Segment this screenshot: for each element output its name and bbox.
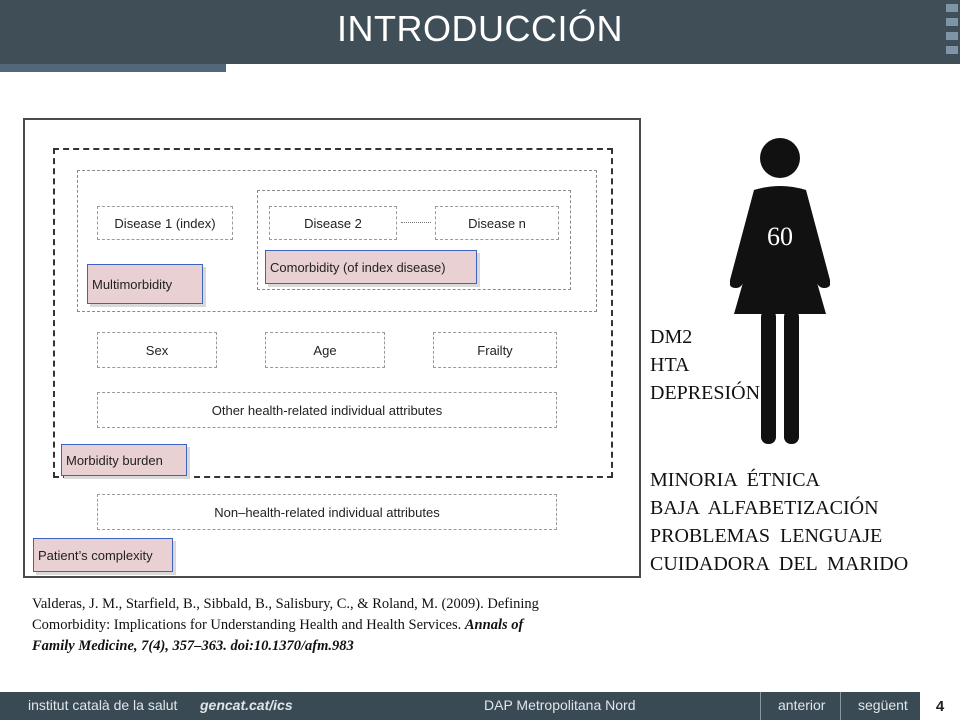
citation-line-3: Family Medicine, 7(4), 357–363. doi:10.1… bbox=[32, 638, 354, 654]
condition-item: HTA bbox=[650, 354, 690, 376]
other-attributes-cell: Other health-related individual attribut… bbox=[97, 392, 557, 428]
header-accent-bar bbox=[0, 64, 226, 72]
condition-item: DEPRESIÓN bbox=[650, 382, 761, 404]
citation-line-2: Comorbidity: Implications for Understand… bbox=[32, 615, 712, 636]
footer-center: DAP Metropolitana Nord bbox=[484, 697, 636, 713]
woman-icon bbox=[730, 138, 830, 444]
morbidity-burden-box bbox=[53, 148, 613, 478]
footer-site-link[interactable]: gencat.cat/ics bbox=[200, 697, 293, 713]
age-cell: Age bbox=[265, 332, 385, 368]
multimorbidity-box bbox=[77, 170, 597, 312]
patient-complexity-label: Patient’s complexity bbox=[33, 538, 173, 572]
multimorbidity-label: Multimorbidity bbox=[87, 264, 203, 304]
citation-journal: Annals of bbox=[464, 617, 524, 633]
social-factor-item: BAJA ALFABETIZACIÓN bbox=[650, 497, 879, 519]
comorbidity-label: Comorbidity (of index disease) bbox=[265, 250, 477, 284]
morbidity-burden-label: Morbidity burden bbox=[61, 444, 187, 476]
page-title: INTRODUCCIÓN bbox=[337, 8, 623, 49]
condition-item: DM2 bbox=[650, 326, 693, 348]
disease-index-cell: Disease 1 (index) bbox=[97, 206, 233, 240]
non-health-attributes-cell: Non–health-related individual attributes bbox=[97, 494, 557, 530]
frailty-cell: Frailty bbox=[433, 332, 557, 368]
citation-line-1: Valderas, J. M., Starfield, B., Sibbald,… bbox=[32, 596, 539, 612]
footer-divider bbox=[760, 692, 761, 720]
disease-n-cell: Disease n bbox=[435, 206, 559, 240]
citation-line-2-text: Comorbidity: Implications for Understand… bbox=[32, 617, 465, 633]
page-number: 4 bbox=[920, 692, 960, 720]
patient-age: 60 bbox=[767, 222, 793, 251]
social-factor-item: PROBLEMAS LENGUAJE bbox=[650, 525, 883, 547]
social-factor-item: CUIDADORA DEL MARIDO bbox=[650, 553, 909, 575]
comorbidity-diagram: Disease 1 (index) Disease 2 Disease n Co… bbox=[23, 118, 641, 578]
header-decoration bbox=[944, 0, 960, 64]
footer-institute: institut català de la salut bbox=[28, 697, 178, 713]
social-factor-item: MINORIA ÉTNICA bbox=[650, 469, 820, 491]
citation: Valderas, J. M., Starfield, B., Sibbald,… bbox=[32, 594, 712, 657]
footer-divider bbox=[840, 692, 841, 720]
patient-social-factors: MINORIA ÉTNICA BAJA ALFABETIZACIÓN PROBL… bbox=[650, 466, 908, 578]
disease-2-cell: Disease 2 bbox=[269, 206, 397, 240]
header-bar: INTRODUCCIÓN bbox=[0, 0, 960, 64]
next-slide-button[interactable]: següent bbox=[858, 697, 908, 713]
patient-conditions: DM2 HTA DEPRESIÓN bbox=[650, 323, 760, 407]
disease-ellipsis-line bbox=[401, 222, 431, 223]
previous-slide-button[interactable]: anterior bbox=[778, 697, 826, 713]
sex-cell: Sex bbox=[97, 332, 217, 368]
footer-bar: institut català de la salut gencat.cat/i… bbox=[0, 692, 960, 720]
comorbidity-box bbox=[257, 190, 571, 290]
